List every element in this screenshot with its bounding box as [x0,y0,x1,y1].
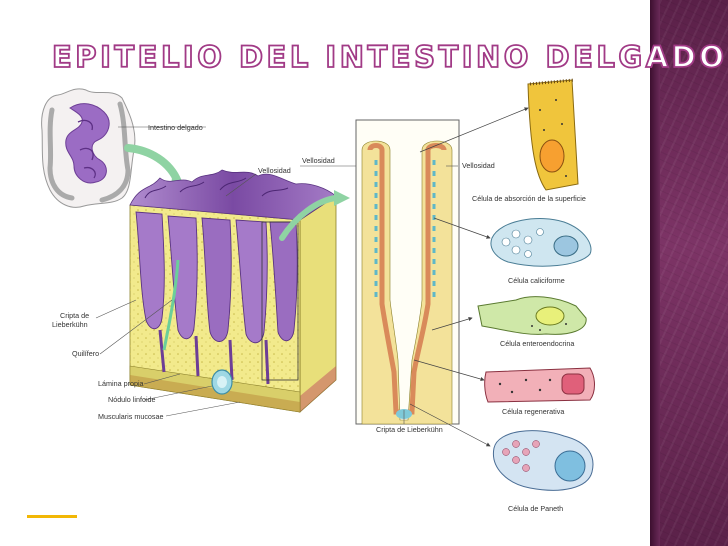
villus-label-block: Vellosidad [258,166,291,175]
cell-label-regenerative: Célula regenerativa [502,407,564,416]
villi-block [129,169,337,413]
absorptive-cell-icon [527,78,579,191]
zoom-arrow-2 [279,195,339,241]
crypt-label: Cripta de Lieberkühn [52,311,91,329]
cell-label-enteroendocrine: Célula enteroendocrina [500,339,574,348]
paneth-cell-icon [492,430,594,491]
crypt-label-line1: Cripta de [60,311,89,320]
cell-label-absorptive: Célula de absorción de la superficie [472,194,586,203]
crypt-bottom-label: Cripta de Lieberkühn [376,425,443,434]
page-title: EPITELIO DEL INTESTINO DELGADO [51,39,728,75]
goblet-cell-icon [490,218,592,267]
zoom-arrow-1 [124,144,182,186]
accent-underline [27,515,77,518]
lamina-propia-label: Lámina propia [98,379,144,388]
enteroendocrine-cell-icon [477,296,587,335]
lacteal-label: Quilífero [72,349,99,358]
villus-label-right: Vellosidad [462,161,495,170]
cell-label-goblet: Célula caliciforme [508,276,565,285]
cell-label-paneth: Célula de Paneth [508,504,563,513]
villus-column [355,119,460,425]
muscularis-label: Muscularis mucosae [98,412,164,421]
crypt-label-line2: Lieberkühn [52,320,88,329]
decorative-sidebar [650,0,728,546]
villus-label-top: Vellosidad [302,156,335,165]
lymph-node-label: Nódulo linfoide [108,395,156,404]
intestine-label: Intestino delgado [148,123,203,132]
intestine-epithelium-diagram: Intestino delgado Vellosidad Vellosidad … [41,78,595,513]
small-intestine-icon [41,88,136,208]
regenerative-cell-icon [484,367,595,403]
